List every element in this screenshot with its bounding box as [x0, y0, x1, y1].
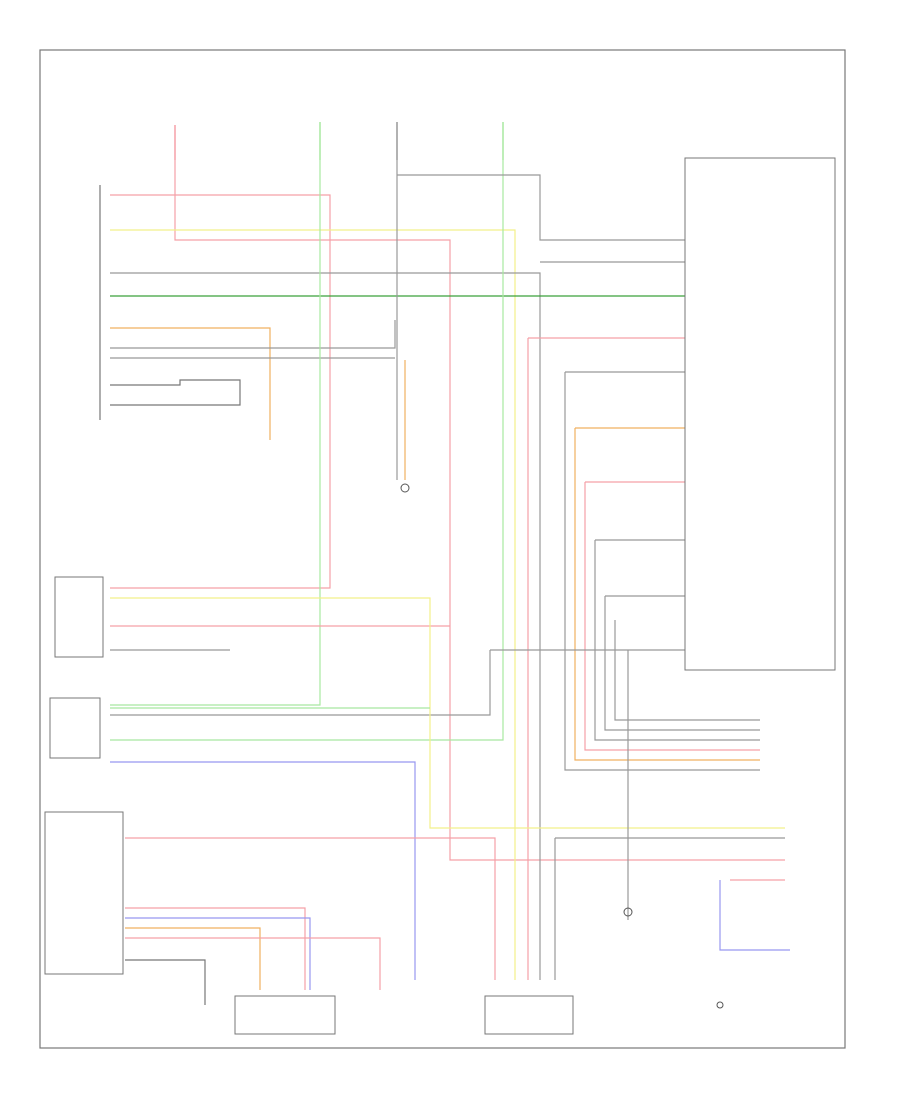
fuse-leads	[174, 122, 504, 160]
climate-control-switch-box	[684, 157, 836, 671]
compressor-relay-box	[54, 576, 104, 658]
diagram-frame	[39, 49, 846, 1049]
wire-runs	[110, 160, 790, 1005]
mode-motor-box	[484, 995, 574, 1035]
blower-resistor-box	[234, 995, 336, 1035]
heater-relay-box	[49, 697, 101, 759]
components	[44, 157, 836, 1035]
ground-symbols	[400, 483, 724, 1009]
blower-switch-box	[44, 811, 124, 975]
ground-icon	[400, 483, 410, 493]
ground-icon	[623, 907, 633, 917]
ground-icon	[716, 1001, 724, 1009]
